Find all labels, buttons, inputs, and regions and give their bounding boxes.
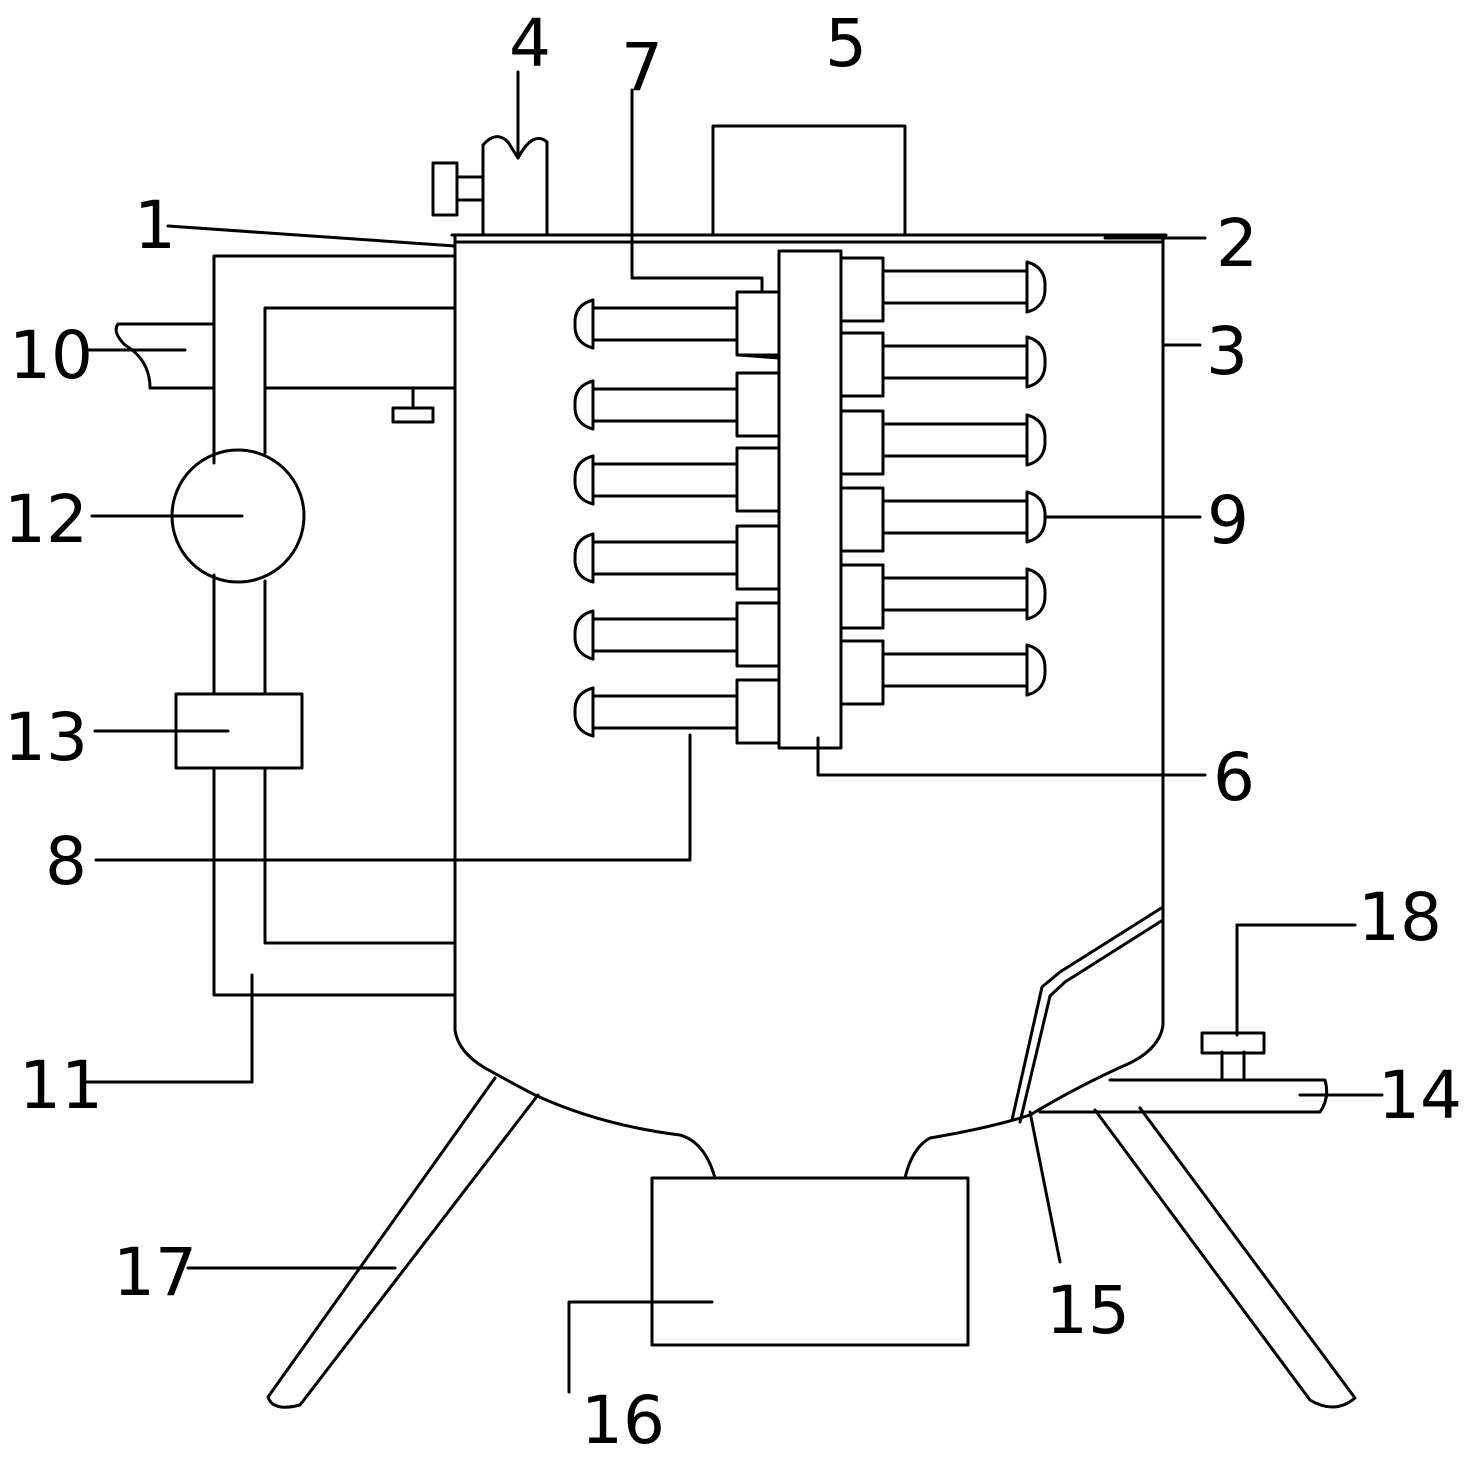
paddle-left-3: [573, 446, 781, 513]
label-5: 5: [825, 5, 867, 82]
motor: [711, 124, 907, 237]
paddle-right-4: [839, 486, 1047, 553]
paddle-right-1: [839, 256, 1047, 323]
paddle-right-5: [839, 563, 1047, 630]
label-1: 1: [134, 187, 176, 264]
label-6: 6: [1213, 739, 1255, 816]
label-11: 11: [19, 1047, 103, 1124]
label-14: 14: [1378, 1057, 1462, 1134]
label-4: 4: [509, 5, 551, 82]
reference-labels: 1 2 3 4 5 6 7 8 9 10 11 12 13 14 15 16 1…: [4, 5, 1462, 1458]
label-8: 8: [45, 823, 87, 900]
paddle-right-6: [839, 639, 1047, 706]
label-10: 10: [9, 317, 93, 394]
label-9: 9: [1207, 482, 1249, 559]
central-shaft: [777, 249, 843, 750]
support-legs: [266, 1076, 1357, 1409]
label-2: 2: [1216, 205, 1258, 282]
leader-lines: [83, 70, 1384, 1394]
feed-inlet: [431, 135, 549, 237]
right-paddles: [839, 256, 1047, 706]
discharge-pipe: [1038, 1031, 1329, 1114]
bottom-box: [650, 1176, 970, 1347]
label-7: 7: [621, 29, 663, 106]
paddle-left-1: [573, 290, 781, 357]
paddle-left-2: [573, 371, 781, 438]
left-paddles: [573, 290, 781, 745]
paddle-right-3: [839, 409, 1047, 476]
label-13: 13: [4, 699, 88, 776]
circulation-pipe: [212, 254, 457, 997]
label-16: 16: [581, 1382, 665, 1458]
side-inlet: [114, 322, 216, 390]
label-12: 12: [4, 481, 88, 558]
branch-valve: [391, 386, 435, 424]
paddle-left-6: [573, 678, 781, 745]
label-15: 15: [1046, 1272, 1130, 1349]
label-17: 17: [113, 1234, 197, 1311]
tank-body: [453, 234, 1165, 1180]
paddle-right-2: [839, 331, 1047, 398]
paddle-left-4: [573, 524, 781, 591]
label-3: 3: [1206, 313, 1248, 390]
inclined-baffle: [1010, 905, 1165, 1124]
label-18: 18: [1358, 879, 1442, 956]
paddle-left-5: [573, 601, 781, 668]
